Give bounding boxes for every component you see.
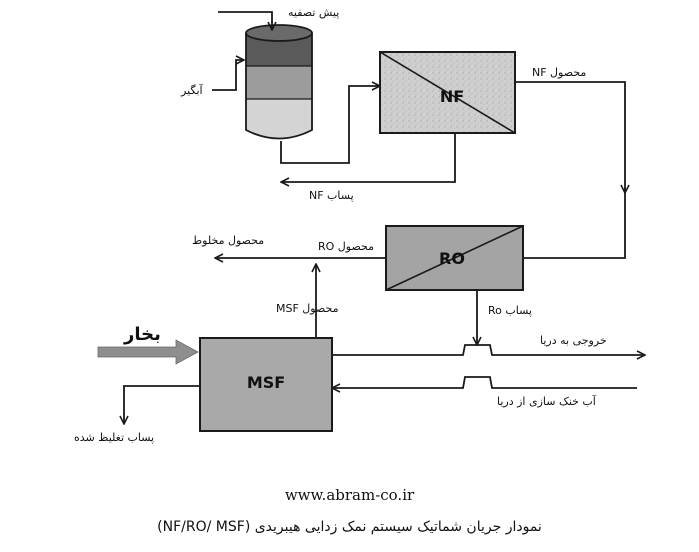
steam-arrow — [97, 339, 199, 365]
intake-label: آبگیر — [181, 84, 203, 97]
msf-unit-label: MSF — [247, 373, 285, 392]
nf-reject-line — [281, 133, 456, 182]
msf-product-label: محصول MSF — [276, 302, 339, 315]
concentrated-reject-label: پساب تغلیظ شده — [74, 431, 155, 444]
flow-lines — [124, 11, 645, 424]
nf-product-label: محصول NF — [532, 66, 587, 79]
tank-to-nf-line — [280, 86, 380, 164]
ro-unit: RO — [385, 225, 524, 291]
sea-outlet-line — [332, 344, 645, 355]
pretreatment-label: پیش تصفیه — [288, 6, 340, 19]
website-url: www.abram-co.ir — [284, 486, 415, 504]
sea-outlet-label: خروجی به دریا — [540, 334, 607, 347]
intake-line — [212, 60, 244, 91]
msf-unit: MSF — [199, 337, 333, 432]
nf-unit: NF — [379, 51, 516, 134]
nf-product-line — [515, 81, 625, 193]
concentrate-reject-line — [124, 385, 200, 424]
nf-reject-label: پساب NF — [309, 189, 354, 202]
sea-cooling-label: آب خنک سازی از دریا — [497, 395, 596, 408]
ro-product-label: محصول RO — [318, 240, 375, 253]
steam-label: بخار — [124, 324, 161, 345]
pretreatment-feed-line — [218, 11, 272, 30]
mixed-product-label: محصول مخلوط — [192, 234, 265, 247]
ro-reject-label: پساب Ro — [488, 304, 532, 317]
pretreatment-tank — [245, 24, 313, 140]
sea-cooling-line — [332, 376, 637, 388]
nf-to-ro-line — [523, 188, 626, 259]
figure-caption: نمودار جریان شماتیک سیستم نمک زدایی هیبر… — [157, 519, 542, 535]
nf-unit-label: NF — [440, 87, 464, 106]
ro-unit-label: RO — [439, 249, 465, 268]
